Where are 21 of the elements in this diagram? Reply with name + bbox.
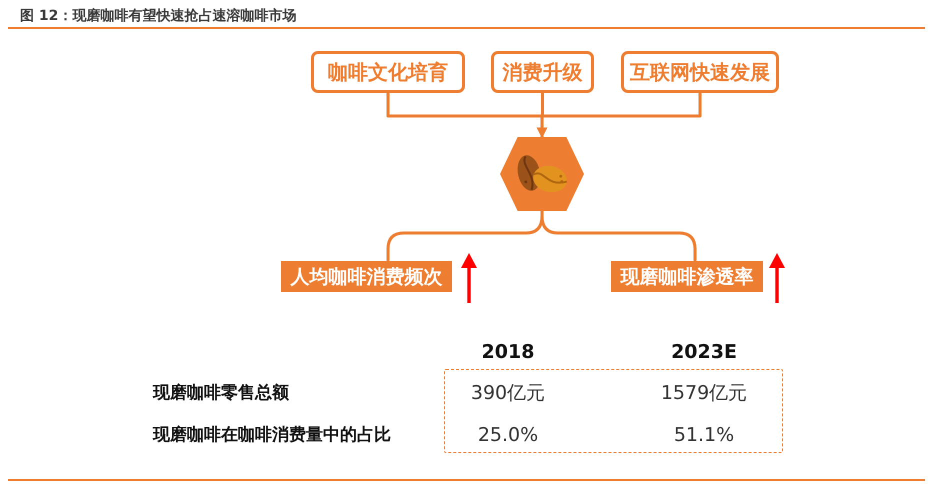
table-value: 1579亿元 (660, 381, 748, 406)
node-label: 咖啡文化培育 (328, 58, 448, 86)
brace-connector (540, 210, 696, 262)
column-header: 2018 (482, 340, 534, 365)
process-box (491, 51, 594, 93)
process-box (621, 51, 779, 93)
highlight-box (611, 261, 763, 292)
process-box (311, 51, 465, 93)
node-label: 人均咖啡消费频次 (290, 264, 442, 290)
node-label: 现磨咖啡渗透率 (620, 264, 754, 290)
node-label: 消费升级 (502, 58, 582, 86)
table-value: 51.1% (674, 423, 734, 448)
table-value: 25.0% (478, 423, 538, 448)
column-header: 2023E (671, 340, 737, 365)
node-label: 互联网快速发展 (630, 58, 770, 86)
row-label: 现磨咖啡零售总额 (153, 382, 289, 405)
figure-title: 图 12：现磨咖啡有望快速抢占速溶咖啡市场 (20, 7, 296, 25)
table-value: 390亿元 (470, 381, 546, 406)
hexagon-shape (500, 137, 584, 211)
row-label: 现磨咖啡在咖啡消费量中的占比 (153, 424, 391, 447)
highlight-box (281, 261, 452, 292)
